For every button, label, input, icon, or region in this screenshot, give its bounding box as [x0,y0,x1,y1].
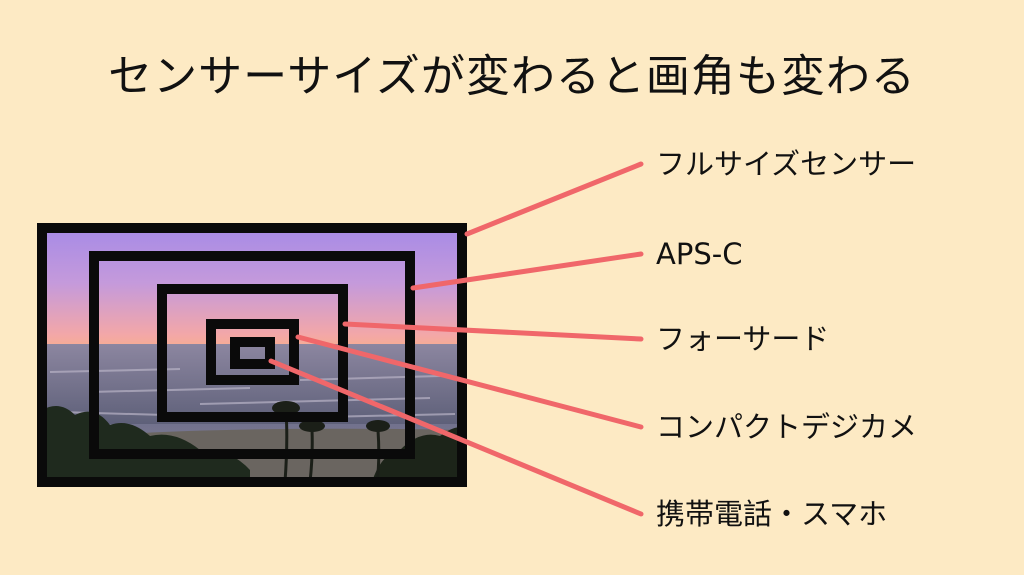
leader-line-full-frame [464,161,644,237]
diagram-title: センサーサイズが変わると画角も変わる [108,51,916,102]
leader-line-four-thirds [342,321,644,342]
label-phone: 携帯電話・スマホ [656,497,888,531]
compact-outline [206,319,299,385]
aps-c-outline [89,251,415,459]
four-thirds-outline [157,284,348,422]
label-four-thirds: フォーサード [656,322,830,356]
label-aps-c: APS-C [656,237,743,271]
leader-line-compact [295,334,644,430]
full-frame-outline [37,223,467,487]
label-full-frame: フルサイズセンサー [656,147,917,181]
label-compact: コンパクトデジカメ [656,410,918,444]
leader-line-phone [268,358,644,517]
phone-outline [230,337,275,369]
sunset-photo [42,228,462,482]
leader-line-aps-c [410,251,644,291]
